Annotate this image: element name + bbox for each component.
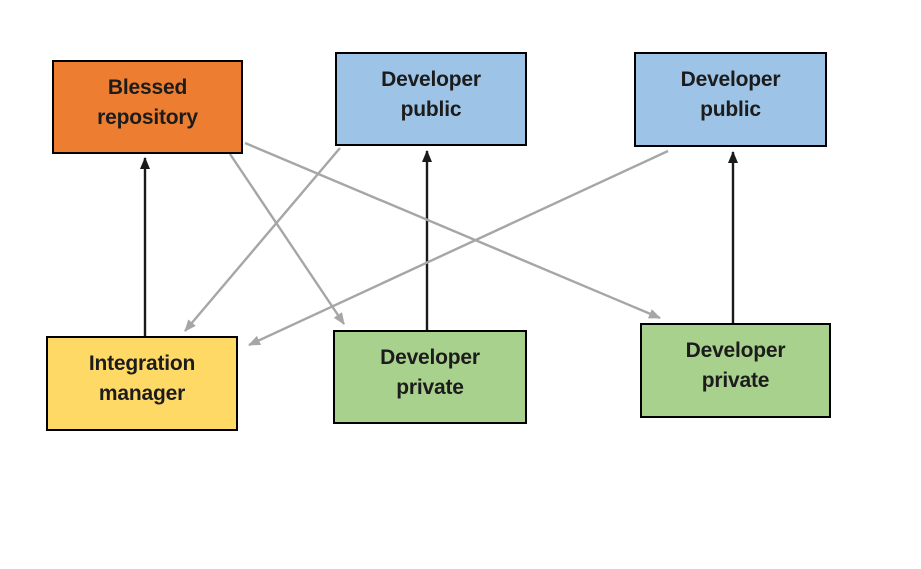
node-label-line: Developer	[381, 68, 481, 91]
node-label-line: public	[400, 98, 462, 121]
node-developer-public-2: Developer public	[634, 52, 827, 147]
node-label-line: repository	[97, 106, 198, 129]
node-label-line: private	[701, 369, 770, 392]
node-integration-manager: Integration manager	[46, 336, 238, 431]
node-label-line: manager	[98, 382, 186, 405]
node-developer-private-1: Developer private	[333, 330, 527, 424]
node-developer-private-2: Developer private	[640, 323, 831, 418]
node-label-line: Blessed	[107, 76, 188, 99]
arrow-developer-public-1-to-integration-manager	[184, 147, 341, 332]
node-label-line: Developer	[380, 346, 480, 369]
node-label-line: Developer	[685, 339, 786, 362]
node-label-line: public	[700, 98, 761, 121]
node-blessed-repository: Blessed repository	[52, 60, 243, 154]
node-label-line: private	[396, 376, 464, 399]
arrow-blessed-repository-to-developer-private-2	[244, 141, 661, 320]
node-label-line: Integration	[88, 352, 196, 375]
node-developer-public-1: Developer public	[335, 52, 527, 146]
arrow-blessed-repository-to-developer-private-1	[229, 153, 345, 325]
arrow-developer-public-2-to-integration-manager	[248, 149, 669, 347]
node-label-line: Developer	[680, 68, 781, 91]
